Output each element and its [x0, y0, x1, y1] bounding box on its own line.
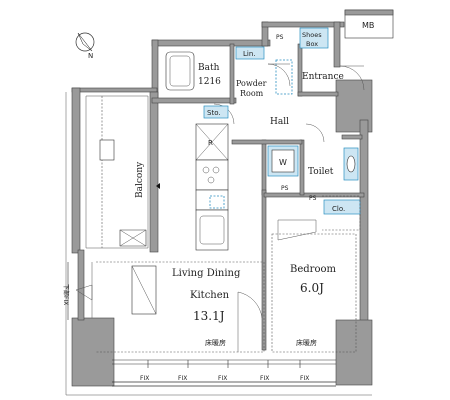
- shoes-label-line1: Shoes: [302, 31, 322, 39]
- ps-right-label: PS: [309, 195, 317, 202]
- entrance-label: Entrance: [302, 72, 344, 82]
- window-fix-row: FIX FIX FIX FIX FIX: [112, 359, 336, 382]
- washer-label: W: [279, 158, 287, 167]
- closet-label: Clo.: [332, 205, 345, 213]
- bath-size-label: 1216: [198, 77, 221, 87]
- balcony-label: Balcony: [135, 161, 145, 198]
- bedroom-area-label: 6.0J: [300, 281, 324, 295]
- bath-room: Bath 1216: [165, 51, 221, 91]
- ps-top-label: PS: [276, 34, 284, 41]
- ldk-area-label: 13.1J: [193, 309, 225, 323]
- ldk-room: Living Dining Kitchen 13.1J 床暖房: [91, 261, 265, 353]
- mb-label: MB: [362, 21, 374, 30]
- bedroom-label: Bedroom: [290, 264, 336, 275]
- bedroom-room: Bedroom 6.0J 床暖房: [271, 233, 357, 353]
- fix-label-3: FIX: [218, 375, 227, 382]
- fix-label-4: FIX: [260, 375, 269, 382]
- fix-label-5: FIX: [300, 375, 309, 382]
- ldk-label-line1: Living Dining: [172, 268, 241, 279]
- side-fix-label: 下部FIX: [62, 284, 70, 305]
- entrance-storage: PS Shoes Box: [276, 27, 365, 91]
- fix-label-2: FIX: [178, 375, 187, 382]
- linen-label: Lin.: [243, 50, 256, 58]
- ldk-floor-heating-label: 床暖房: [205, 338, 226, 347]
- hall-label: Hall: [270, 117, 289, 127]
- mb-closet: MB: [344, 9, 394, 39]
- bath-label: Bath: [198, 63, 220, 73]
- shoes-label-line2: Box: [306, 40, 318, 48]
- fix-label-1: FIX: [140, 375, 149, 382]
- kitchen-counter: R: [195, 123, 229, 251]
- side-fix-note: 下部FIX: [62, 262, 93, 320]
- powder-label-line2: Room: [240, 89, 264, 98]
- refrigerator-label: R: [208, 139, 213, 147]
- powder-room: Powder Room: [213, 59, 293, 125]
- exterior-walls: [65, 21, 373, 396]
- bedroom-floor-heating-label: 床暖房: [296, 338, 317, 347]
- powder-label-line1: Powder: [236, 79, 267, 88]
- storage-label: Sto.: [207, 109, 221, 117]
- ldk-label-line2: Kitchen: [190, 290, 230, 301]
- ps-mid-label: PS: [281, 185, 289, 192]
- bedroom-closet: Clo.: [277, 195, 361, 241]
- storage-closet: Sto.: [203, 105, 229, 119]
- toilet-room: Toilet: [308, 147, 359, 181]
- toilet-label: Toilet: [308, 167, 334, 177]
- compass-north-label: N: [88, 52, 93, 60]
- washer-area: W PS PS: [267, 145, 317, 202]
- linen-closet: Lin.: [235, 46, 265, 60]
- compass-rose-icon: N: [75, 32, 95, 60]
- balcony-area: Balcony: [85, 95, 160, 249]
